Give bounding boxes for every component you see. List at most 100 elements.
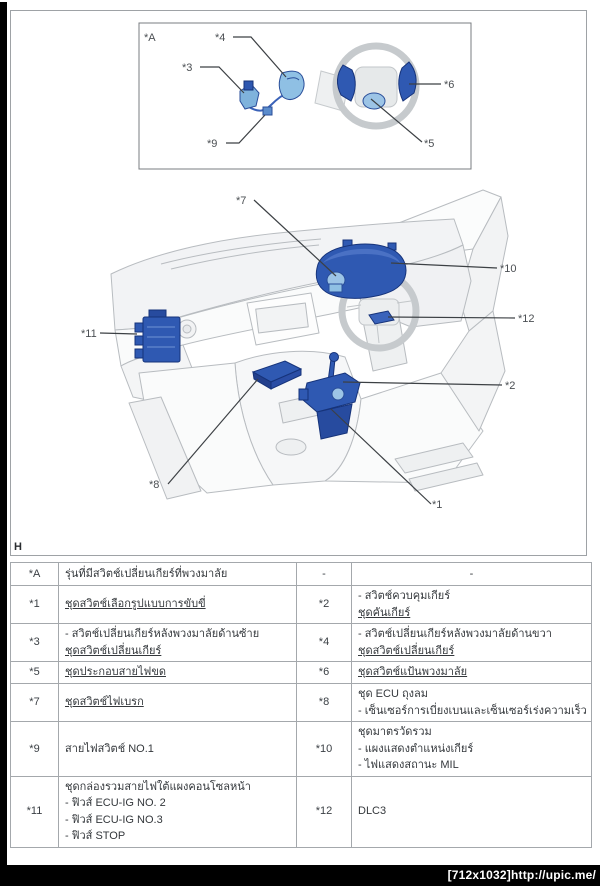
desc-line: - ฟิวส์ ECU-IG NO.3 [65,813,163,826]
right-shift-switch-detail [286,77,300,81]
airbag-ecu [251,360,303,390]
leader-lines-inset [200,36,441,144]
switch-wire-connector [262,106,273,116]
audio-opening [255,302,309,334]
desc-cell: สายไฟสวิตช์ NO.1 [58,721,297,777]
callout-6-label: *6 [444,79,454,91]
key-cell: *7 [10,683,59,722]
callout-9-label: *9 [207,138,217,150]
desc-line: ชุด ECU ถุงลม [358,688,428,700]
desc-line: - สวิตช์เปลี่ยนเกียร์หลังพวงมาลัยด้านซ้า… [65,628,260,640]
callout-12-label: *12 [518,313,535,325]
key-cell: *2 [296,585,352,624]
callout-1-label: *1 [432,499,442,511]
key-cell: *5 [10,661,59,684]
callout-4-label: *4 [215,32,225,44]
desc-cell: ชุดสวิตช์แป้นพวงมาลัย [351,661,592,684]
table-row: *7 ชุดสวิตช์ไฟเบรก *8 ชุด ECU ถุงลม - เซ… [10,683,592,722]
right-paddle-switch [398,61,417,102]
desc-line: - แผงแสดงตำแหน่งเกียร์ [358,742,474,755]
key-cell: *4 [296,623,352,662]
desc-line: - ฟิวส์ ECU-IG NO. 2 [65,797,166,809]
part-link[interactable]: ชุดสวิตช์เปลี่ยนเกียร์ [358,644,455,657]
parts-table-wrap: *A รุ่นที่มีสวิตช์เปลี่ยนเกียร์ที่พวงมาล… [10,562,593,848]
part-link[interactable]: ชุดประกอบสายไฟขด [65,666,166,679]
inset-detail-box: *A *4 *3 *9 *6 *5 [138,22,472,170]
combination-meter-assembly [315,239,407,299]
desc-cell: รุ่นที่มีสวิตช์เปลี่ยนเกียร์ที่พวงมาลัย [58,562,297,586]
callout-10-label: *10 [500,263,517,275]
component-location-diagram: *7 *10 *11 *12 *2 *1 *8 [10,10,587,556]
desc-line: DLC3 [358,805,387,818]
parts-table: *A รุ่นที่มีสวิตช์เปลี่ยนเกียร์ที่พวงมาล… [10,562,592,848]
table-row: *A รุ่นที่มีสวิตช์เปลี่ยนเกียร์ที่พวงมาล… [10,562,592,586]
key-cell: *12 [296,775,352,848]
desc-line: - เซ็นเซอร์การเบี่ยงเบนและเซ็นเซอร์เร่งค… [358,704,587,717]
key-cell: *3 [10,623,59,662]
key-cell: *8 [296,683,352,722]
part-link[interactable]: ชุดคันเกียร์ [358,606,411,619]
callout-2-label: *2 [505,380,515,392]
side-vent-center [182,324,192,334]
shift-lever-assembly [298,352,361,440]
leader-lines-main [99,199,516,505]
callout-5-label: *5 [424,138,434,150]
watermark-text: [712x1032]http://upic.me/ [447,868,596,882]
callout-a-label: *A [144,32,156,44]
key-cell: *A [10,562,59,586]
callout-11-label: *11 [81,328,97,340]
door-sill-left [128,396,202,500]
desc-line: - ไฟแสดงสถานะ MIL [358,759,459,771]
right-shift-switch [278,70,305,101]
desc-cell: DLC3 [351,775,592,848]
desc-cell: ชุดสวิตช์ไฟเบรก [58,683,297,722]
desc-cell: ชุดสวิตช์เลือกรูปแบบการขับขี่ [58,585,297,624]
desc-cell: ชุด ECU ถุงลม - เซ็นเซอร์การเบี่ยงเบนและ… [351,683,592,722]
part-link[interactable]: ชุดสวิตช์แป้นพวงมาลัย [358,666,468,679]
part-link[interactable]: ชุดสวิตช์ไฟเบรก [65,696,144,709]
callout-8-label: *8 [149,479,159,491]
cup-holder [275,438,307,456]
top-edge-sliver [0,0,600,2]
defroster-line-1 [160,238,322,265]
key-cell: *6 [296,661,352,684]
left-shift-switch-top [243,80,254,91]
desc-cell: ชุดประกอบสายไฟขด [58,661,297,684]
desc-line: - [469,567,474,580]
table-row: *11 ชุดกล่องรวมสายไฟใต้แผงคอนโซลหน้า - ฟ… [10,775,592,848]
dashboard-diagram-svg: *7 *10 *11 *12 *2 *1 *8 [81,22,535,511]
section-label: H [14,541,22,553]
key-cell: *11 [10,775,59,848]
table-row: *1 ชุดสวิตช์เลือกรูปแบบการขับขี่ *2 - สว… [10,585,592,624]
desc-line: รุ่นที่มีสวิตช์เปลี่ยนเกียร์ที่พวงมาลัย [65,567,228,580]
table-row: *9 สายไฟสวิตช์ NO.1 *10 ชุดมาตรวัดรวม - … [10,721,592,777]
defroster-line-2 [170,244,320,270]
key-cell: - [296,562,352,586]
desc-cell: - [351,562,592,586]
desc-cell: ชุดมาตรวัดรวม - แผงแสดงตำแหน่งเกียร์ - ไ… [351,721,592,777]
manual-page: *7 *10 *11 *12 *2 *1 *8 [7,2,600,865]
desc-line: - ฟิวส์ STOP [65,830,126,842]
part-link[interactable]: ชุดสวิตช์เลือกรูปแบบการขับขี่ [65,598,206,611]
callout-3-label: *3 [182,62,192,74]
desc-line: ชุดกล่องรวมสายไฟใต้แผงคอนโซลหน้า [65,780,251,793]
table-row: *5 ชุดประกอบสายไฟขด *6 ชุดสวิตช์แป้นพวงม… [10,661,592,684]
desc-line: - สวิตช์ควบคุมเกียร์ [358,590,451,602]
left-paddle-switch [337,64,356,102]
desc-line: สายไฟสวิตช์ NO.1 [65,742,154,755]
junction-box [134,309,181,363]
key-cell: *1 [10,585,59,624]
desc-cell: - สวิตช์เปลี่ยนเกียร์หลังพวงมาลัยด้านขวา… [351,623,592,662]
key-cell: *10 [296,721,352,777]
dlc3-connector [368,310,395,325]
desc-cell: ชุดกล่องรวมสายไฟใต้แผงคอนโซลหน้า - ฟิวส์… [58,775,297,848]
callout-7-label: *7 [236,195,246,207]
watermark-url-bar: [712x1032]http://upic.me/ [0,865,600,886]
desc-line: - สวิตช์เปลี่ยนเกียร์หลังพวงมาลัยด้านขวา [358,628,552,640]
desc-cell: - สวิตช์เปลี่ยนเกียร์หลังพวงมาลัยด้านซ้า… [58,623,297,662]
desc-cell: - สวิตช์ควบคุมเกียร์ ชุดคันเกียร์ [351,585,592,624]
seat-rail-1 [394,442,474,474]
table-row: *3 - สวิตช์เปลี่ยนเกียร์หลังพวงมาลัยด้าน… [10,623,592,662]
right-kick-panel [440,310,506,432]
part-link[interactable]: ชุดสวิตช์เปลี่ยนเกียร์ [65,644,162,657]
